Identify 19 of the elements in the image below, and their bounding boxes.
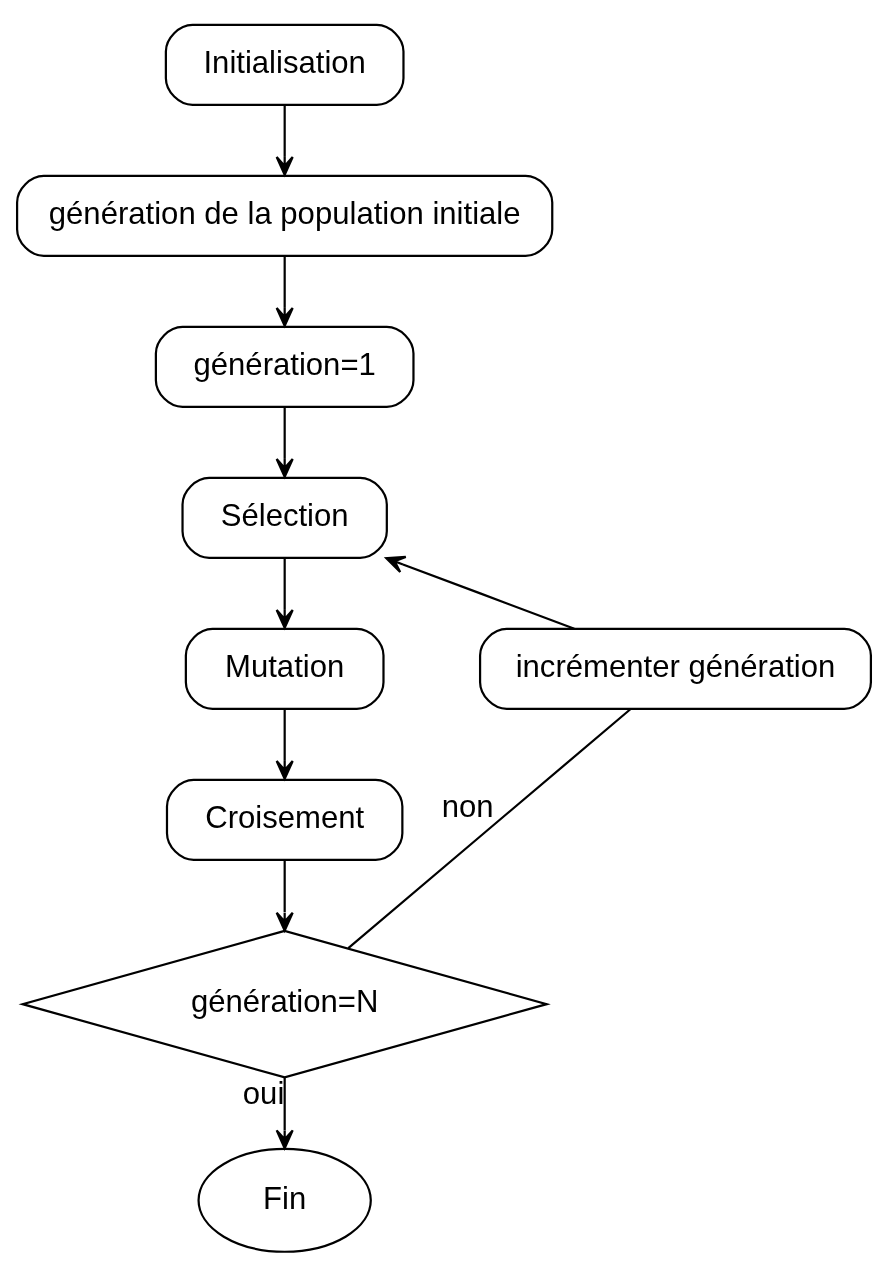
arrow bbox=[275, 709, 294, 780]
connector bbox=[347, 707, 632, 949]
arrow bbox=[275, 558, 294, 629]
node-box: génération=1 bbox=[154, 325, 415, 408]
node-diamond: génération=N bbox=[18, 929, 551, 1079]
arrow bbox=[385, 555, 575, 630]
node-box: Initialisation bbox=[164, 23, 405, 106]
node-box: génération de la population initiale bbox=[16, 174, 554, 257]
arrow bbox=[275, 407, 294, 478]
node-box: incrémenter génération bbox=[478, 627, 872, 710]
node-ellipse: Fin bbox=[197, 1147, 372, 1253]
arrow bbox=[275, 256, 294, 327]
arrow bbox=[275, 859, 294, 932]
node-box: Croisement bbox=[165, 778, 404, 861]
arrow bbox=[275, 105, 294, 176]
node-box: Mutation bbox=[184, 627, 385, 710]
arrow bbox=[275, 1077, 294, 1149]
edge-label: non bbox=[441, 788, 494, 824]
node-box: Sélection bbox=[181, 476, 388, 559]
